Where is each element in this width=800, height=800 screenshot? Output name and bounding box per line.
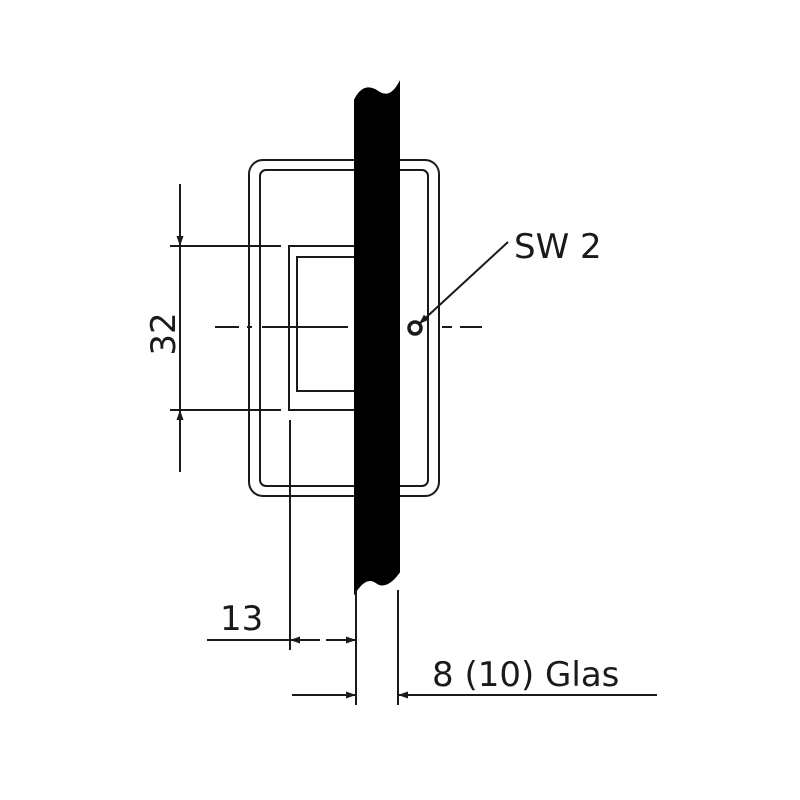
dimension-label-13: 13 <box>220 599 263 639</box>
dimension-32 <box>170 184 281 472</box>
screw-leader-line <box>418 241 509 325</box>
set-screw-icon <box>407 320 423 336</box>
glass-pane <box>354 80 400 596</box>
dimension-label-32: 32 <box>144 312 184 355</box>
dimension-label-glass: 8 (10) Glas <box>432 655 619 695</box>
dimension-13 <box>207 420 357 705</box>
screw-label: SW 2 <box>514 227 602 267</box>
recess-inner <box>296 256 358 392</box>
dimension-glass <box>292 590 657 705</box>
clamp-inner-outline <box>259 169 429 487</box>
